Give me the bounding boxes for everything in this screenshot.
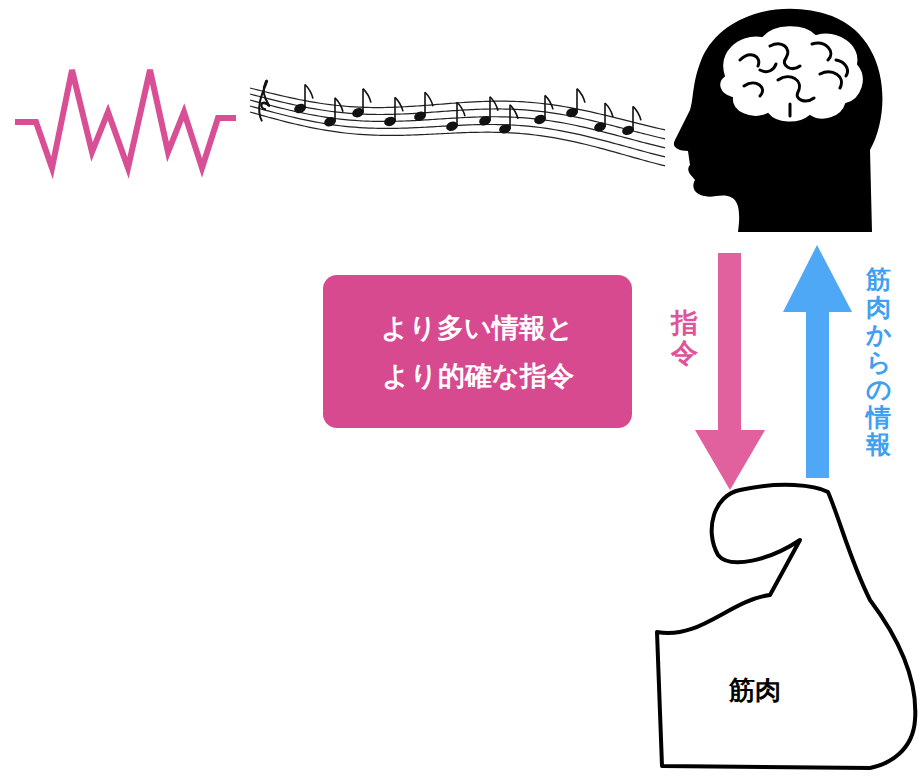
note-stem	[489, 97, 491, 121]
arm-path	[657, 485, 915, 768]
head-silhouette	[674, 9, 883, 232]
music-note	[351, 89, 371, 119]
feedback-label: 筋肉からの情報	[866, 266, 891, 459]
note-stem	[632, 106, 634, 130]
note-flag	[490, 97, 498, 111]
note-flag	[633, 106, 641, 120]
music-note	[593, 103, 613, 133]
music-note	[565, 89, 585, 119]
music-staff	[250, 81, 665, 166]
brain-icon	[719, 25, 863, 122]
note-flag	[395, 97, 403, 111]
music-note	[498, 105, 518, 135]
note-flag	[305, 84, 313, 98]
music-note	[621, 106, 641, 136]
note-flag	[605, 103, 613, 117]
treble-clef	[259, 81, 269, 122]
music-note	[478, 97, 498, 127]
wave-signal	[15, 70, 236, 168]
note-stem	[334, 98, 336, 122]
note-flag	[457, 102, 465, 116]
command-label: 指令	[671, 308, 698, 367]
note-flag	[577, 89, 585, 103]
note-stem	[544, 95, 546, 119]
note-stem	[394, 97, 396, 121]
callout-box: より多い情報と より的確な指令	[323, 275, 632, 428]
note-stem	[509, 105, 511, 129]
note-flag	[363, 89, 371, 103]
command-arrow	[695, 253, 765, 490]
music-note	[533, 95, 553, 125]
note-flag	[425, 92, 433, 106]
note-stem	[304, 84, 306, 108]
note-stem	[604, 103, 606, 127]
brain-folds	[740, 43, 848, 116]
note-stem	[576, 89, 578, 113]
music-note	[413, 92, 433, 122]
muscle-label: 筋肉	[729, 673, 781, 708]
arm-outline	[652, 480, 918, 772]
note-stem	[362, 89, 364, 113]
note-stem	[456, 102, 458, 126]
music-note	[293, 84, 313, 114]
note-flag	[335, 98, 343, 112]
music-note	[323, 98, 343, 128]
note-flag	[545, 95, 553, 109]
muscle-shape: 筋肉	[652, 480, 918, 772]
note-flag	[510, 105, 518, 119]
note-stem	[424, 92, 426, 116]
brain-outline	[719, 25, 863, 122]
callout-text: より多い情報と より的確な指令	[343, 304, 612, 399]
feedback-arrow	[783, 245, 852, 478]
music-note	[383, 97, 403, 127]
music-note	[445, 102, 465, 132]
